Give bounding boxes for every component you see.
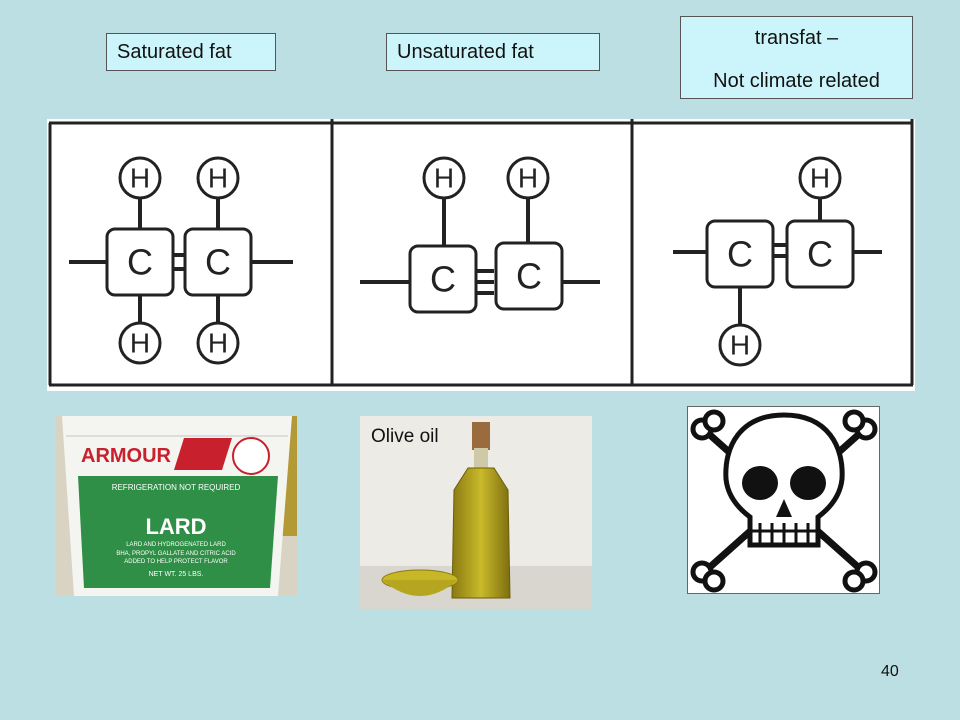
hydrogen-atom: H bbox=[196, 321, 240, 365]
carbon-atom: C bbox=[494, 241, 564, 311]
carbon-atom: C bbox=[785, 219, 855, 289]
lard-brand: ARMOUR bbox=[81, 445, 172, 467]
hydrogen-symbol: H bbox=[208, 328, 228, 359]
not-climate-related-text: Not climate related bbox=[713, 70, 880, 92]
carbon-symbol: C bbox=[127, 242, 153, 283]
carbon-symbol: C bbox=[205, 242, 231, 283]
saturated-fat-text: Saturated fat bbox=[117, 41, 232, 63]
transfat-label: transfat – Not climate related bbox=[680, 16, 913, 99]
unsaturated-fat-text: Unsaturated fat bbox=[397, 41, 534, 63]
carbon-symbol: C bbox=[430, 259, 456, 300]
carbon-symbol: C bbox=[516, 256, 542, 297]
hydrogen-symbol: H bbox=[518, 163, 538, 194]
lard-ingredients-2: ADDED TO HELP PROTECT FLAVOR bbox=[124, 559, 228, 565]
page-number: 40 bbox=[881, 663, 899, 680]
carbon-atom: C bbox=[408, 244, 478, 314]
lard-tagline: REFRIGERATION NOT REQUIRED bbox=[112, 483, 241, 492]
carbon-symbol: C bbox=[807, 234, 833, 275]
hydrogen-atom: H bbox=[196, 156, 240, 200]
carbon-symbol: C bbox=[727, 234, 753, 275]
transfat-text: transfat – bbox=[754, 27, 839, 49]
unsaturated-fat-label: Unsaturated fat bbox=[386, 33, 600, 71]
carbon-atom: C bbox=[183, 227, 253, 297]
hydrogen-atom: H bbox=[118, 321, 162, 365]
hydrogen-symbol: H bbox=[434, 163, 454, 194]
hydrogen-symbol: H bbox=[730, 330, 750, 361]
hydrogen-symbol: H bbox=[130, 163, 150, 194]
hydrogen-symbol: H bbox=[810, 163, 830, 194]
olive-oil-image bbox=[360, 416, 592, 609]
hydrogen-symbol: H bbox=[208, 163, 228, 194]
hydrogen-atom: H bbox=[422, 156, 466, 200]
lard-product: LARD bbox=[145, 514, 206, 539]
lard-net-weight: NET WT. 25 LBS. bbox=[149, 571, 204, 578]
carbon-atom: C bbox=[105, 227, 175, 297]
carbon-atom: C bbox=[705, 219, 775, 289]
lard-bucket-image: ARMOUR REFRIGERATION NOT REQUIRED LARD L… bbox=[56, 416, 297, 596]
olive-oil-label: Olive oil bbox=[371, 426, 439, 447]
lard-ingredients-1: BHA, PROPYL GALLATE AND CITRIC ACID bbox=[116, 551, 236, 557]
skull-and-crossbones-icon bbox=[687, 406, 880, 594]
saturated-fat-label: Saturated fat bbox=[106, 33, 276, 71]
hydrogen-symbol: H bbox=[130, 328, 150, 359]
hydrogen-atom: H bbox=[118, 156, 162, 200]
hydrogen-atom: H bbox=[506, 156, 550, 200]
hydrogen-atom: H bbox=[798, 156, 842, 200]
hydrogen-atom: H bbox=[718, 323, 762, 367]
fat-bond-diagram: H H C C H H H H C C H C C H bbox=[47, 119, 915, 391]
lard-subtitle: LARD AND HYDROGENATED LARD bbox=[126, 542, 226, 548]
